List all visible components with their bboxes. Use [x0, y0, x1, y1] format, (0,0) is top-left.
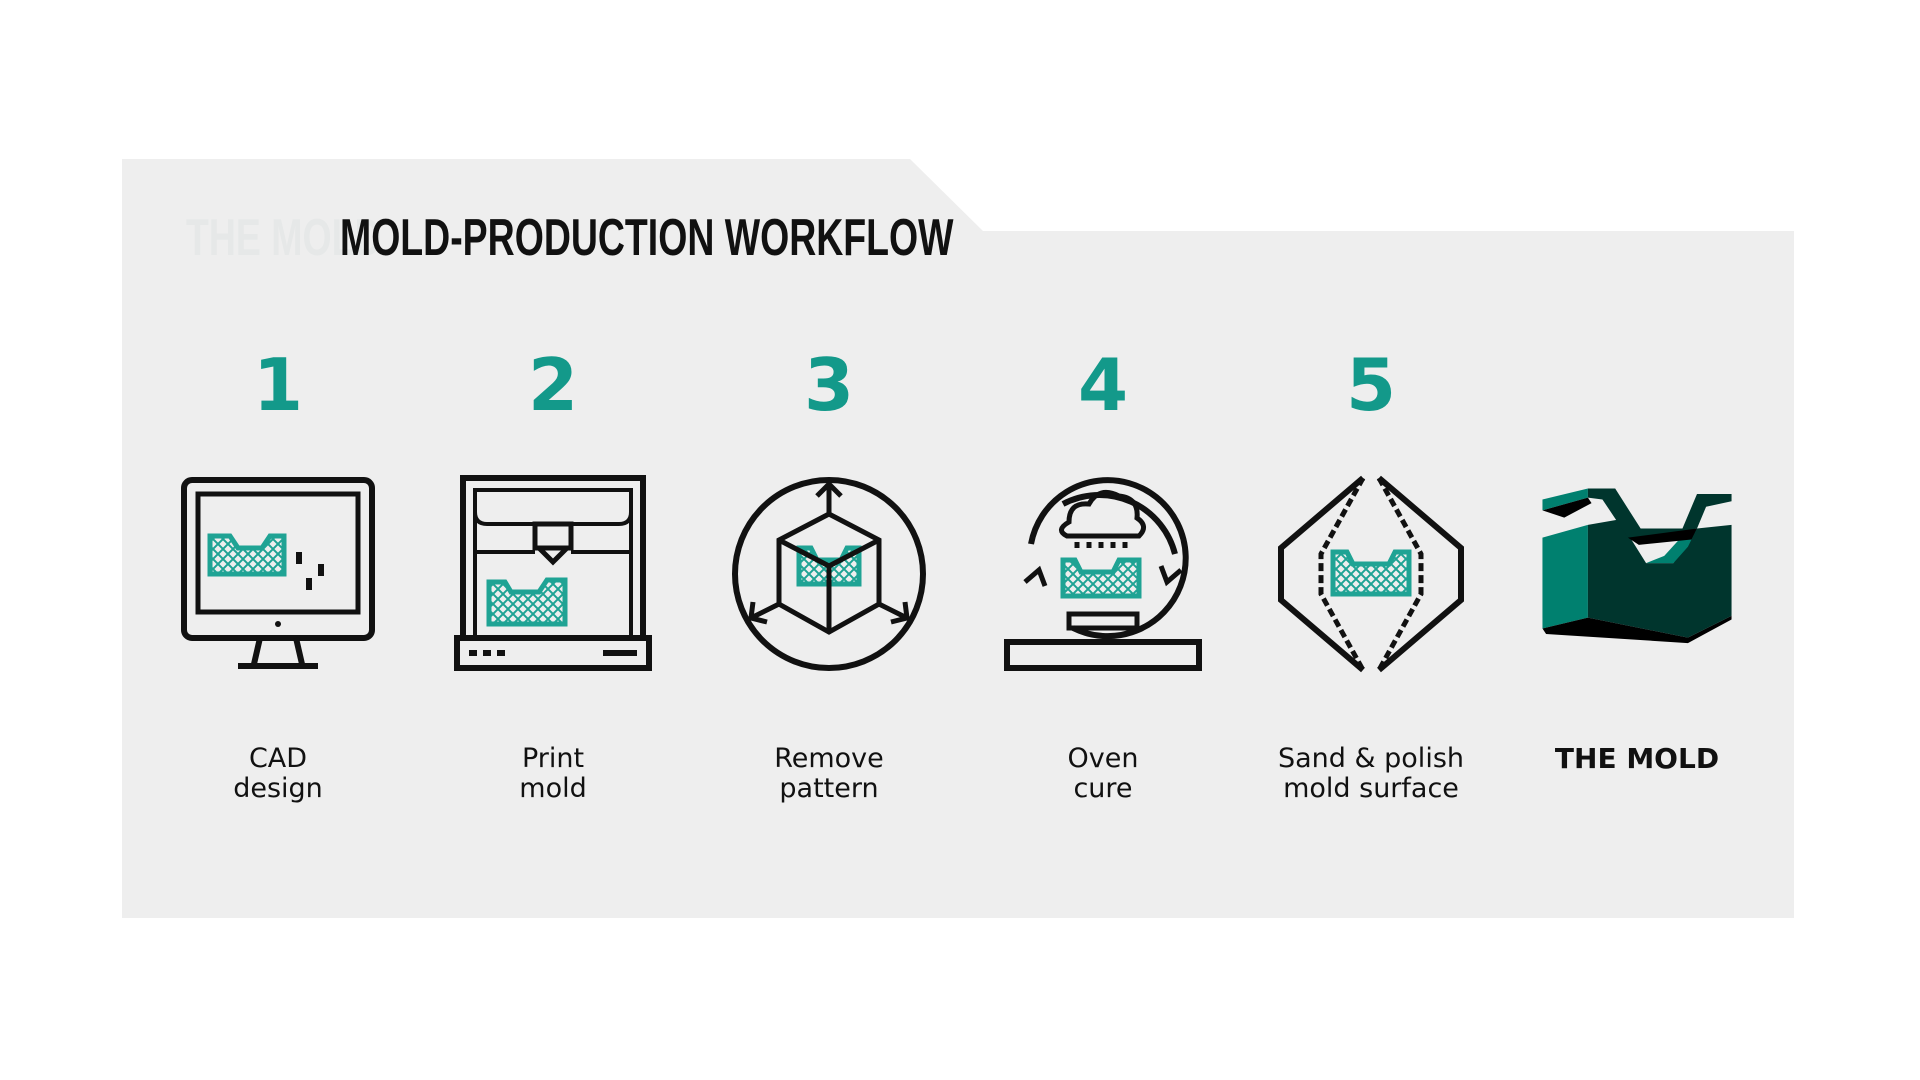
step-label-line1: Oven: [1067, 743, 1139, 774]
computer-monitor-icon: [181, 477, 375, 669]
step-label-line2: mold surface: [1283, 773, 1459, 804]
step-label-line2: pattern: [779, 773, 879, 804]
mold-3d-icon: [1542, 488, 1732, 644]
final-mold: THE MOLD: [1507, 340, 1767, 774]
final-label: THE MOLD: [1554, 742, 1720, 775]
title-faded-prefix: THE MOLD: [186, 209, 382, 267]
number-spacer: [1507, 340, 1767, 430]
step-label-line1: Sand & polish: [1278, 743, 1464, 774]
step-label-line2: design: [233, 773, 323, 804]
step-label-line2: cure: [1073, 773, 1133, 804]
step-label-line1: Print: [521, 743, 585, 774]
step-number: 3: [803, 343, 855, 427]
3d-printer-icon: [454, 475, 652, 671]
oven-cure-icon: [1004, 477, 1202, 671]
step-label-line2: mold: [519, 773, 587, 804]
step-number: 4: [1077, 343, 1129, 427]
step-number: 2: [527, 343, 579, 427]
step-label-line1: CAD: [248, 743, 308, 774]
step-number: 1: [252, 343, 304, 427]
step-label-line1: Remove: [774, 743, 884, 774]
step-number: 5: [1345, 343, 1397, 427]
sand-polish-icon: [1278, 475, 1464, 673]
remove-pattern-icon: [732, 477, 926, 671]
page-title: MOLD-PRODUCTION WORKFLOW: [340, 209, 954, 267]
